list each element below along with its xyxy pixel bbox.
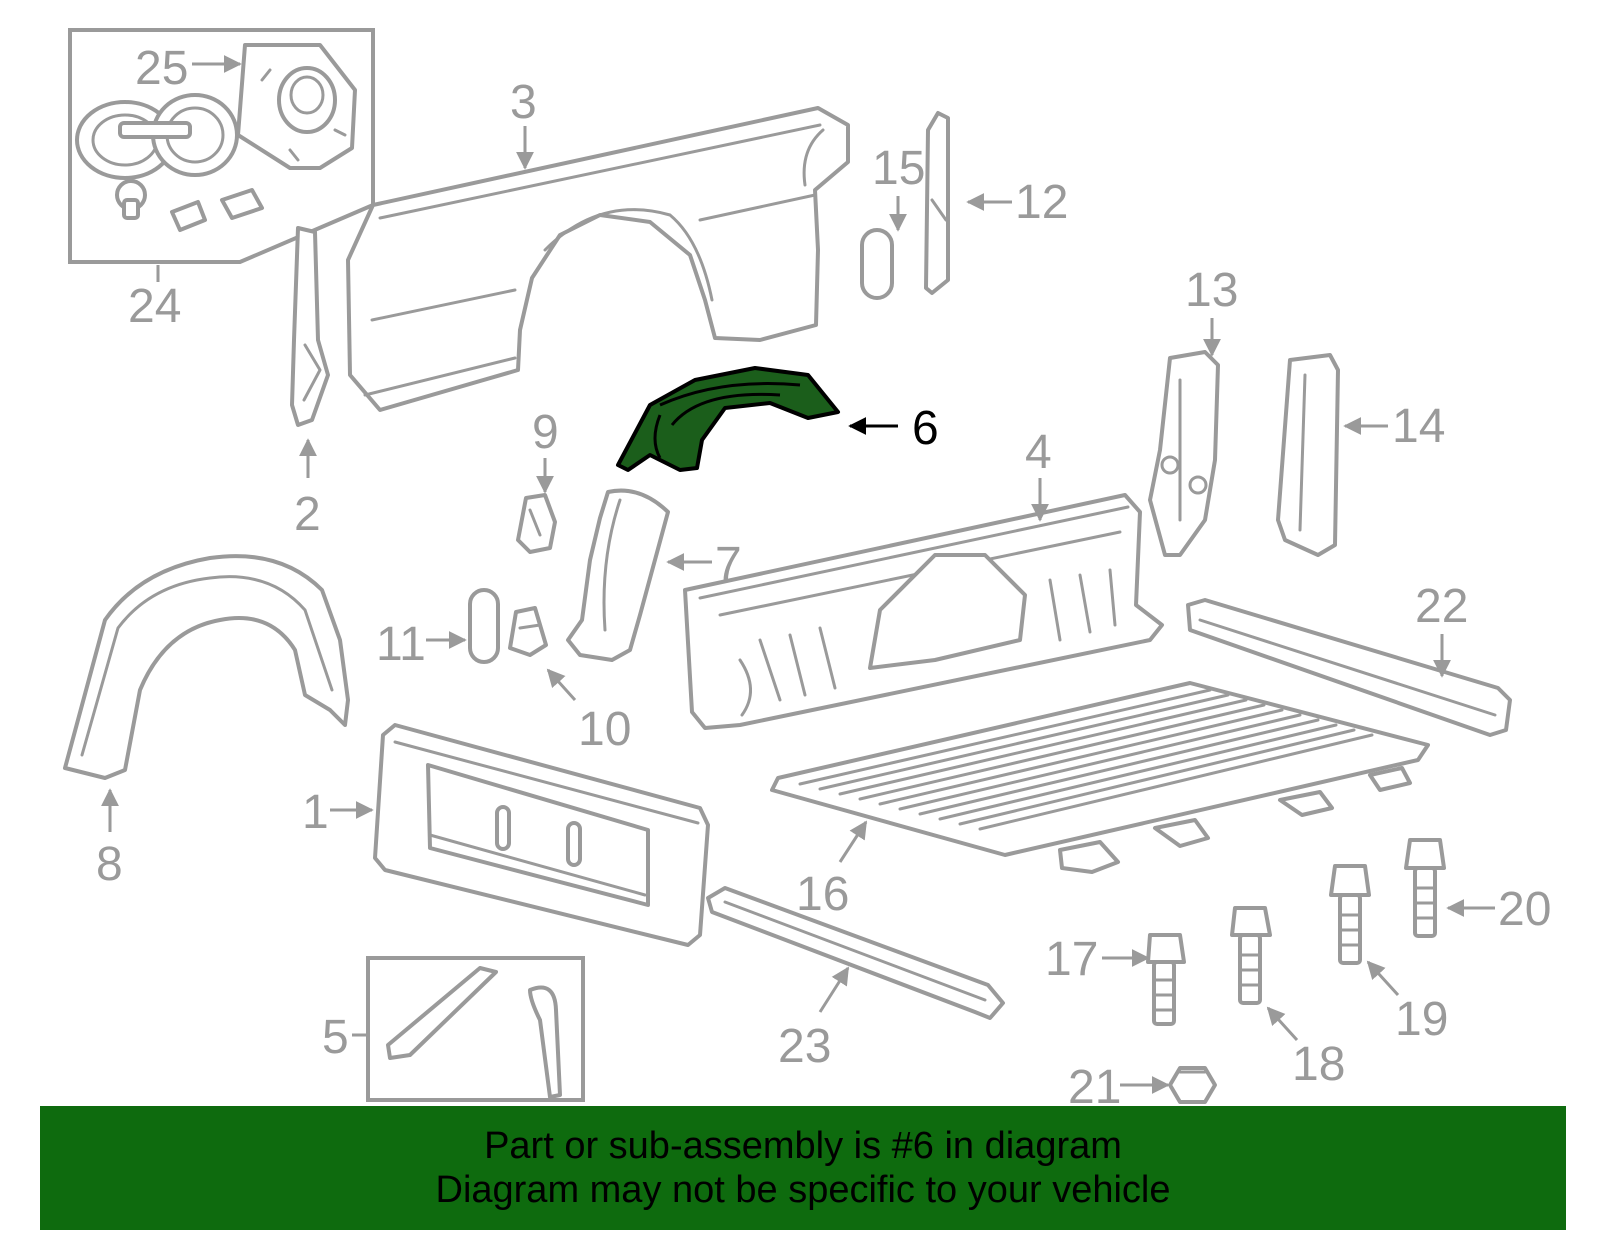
part-19-bolt: [1329, 864, 1371, 965]
part-20-bolt: [1404, 838, 1446, 938]
callout-10: 10: [578, 703, 631, 756]
callout-11: 11: [376, 618, 426, 671]
part-9-clip: [516, 493, 557, 554]
callout-1: 1: [302, 786, 329, 839]
callout-3: 3: [510, 76, 537, 129]
part-16-bed-floor: [770, 681, 1430, 874]
part-4-front-bed-panel: [683, 493, 1164, 730]
part-12-rear-post: [924, 111, 950, 295]
part-24-fuel-door-assembly: [68, 28, 375, 264]
callout-24: 24: [128, 280, 181, 333]
callout-25: 25: [135, 42, 188, 95]
part-2-corner-post: [290, 226, 330, 427]
part-13-corner-stake: [1148, 350, 1220, 557]
part-6-wheelhouse: [616, 366, 840, 472]
banner-line-disclaimer: Diagram may not be specific to your vehi…: [435, 1169, 1171, 1211]
callout-12: 12: [1015, 176, 1068, 229]
part-7-wheelhouse-liner: [566, 488, 670, 662]
banner-line-part: Part or sub-assembly is #6 in diagram: [484, 1125, 1122, 1167]
callout-9: 9: [532, 406, 559, 459]
callout-23: 23: [778, 1020, 831, 1073]
callout-4: 4: [1025, 426, 1052, 479]
callout-20: 20: [1498, 883, 1551, 936]
callout-17: 17: [1045, 933, 1098, 986]
callout-8: 8: [96, 838, 123, 891]
callout-14: 14: [1392, 400, 1445, 453]
fuel-housing-icon: [236, 43, 357, 170]
part-1-tailgate: [373, 723, 710, 947]
part-11-plug: [468, 588, 500, 664]
leader-23: [818, 966, 850, 1013]
leader-10: [546, 668, 577, 702]
callout-15: 15: [872, 142, 925, 195]
part-18-bolt: [1230, 906, 1272, 1005]
part-23-sill: [706, 886, 1005, 1020]
leader-18: [1266, 1006, 1299, 1042]
part-8-fender-flare: [63, 554, 350, 780]
leader-19: [1366, 960, 1400, 997]
part-14-corner-stake: [1276, 353, 1340, 557]
part-5-weatherstrip-kit: [366, 956, 585, 1102]
callout-16: 16: [796, 868, 849, 921]
part-10-bumper: [508, 606, 548, 657]
callout-5: 5: [322, 1011, 349, 1064]
callout-2: 2: [294, 488, 321, 541]
info-banner: Part or sub-assembly is #6 in diagram Di…: [40, 1106, 1566, 1230]
callout-13: 13: [1185, 264, 1238, 317]
callout-19: 19: [1395, 993, 1448, 1046]
part-15-plug: [860, 228, 894, 300]
leader-lines: [101, 55, 1495, 1094]
part-17-bolt: [1146, 933, 1186, 1026]
callout-21: 21: [1068, 1061, 1121, 1114]
callout-22: 22: [1415, 580, 1468, 633]
part-3-bed-side-panel: [346, 106, 850, 412]
callout-18: 18: [1292, 1038, 1345, 1091]
part-22-rail: [1186, 598, 1512, 737]
leader-16: [838, 820, 868, 863]
callout-7: 7: [715, 538, 742, 591]
part-21-nut: [1168, 1066, 1217, 1104]
fuel-door-hardware-icon: [115, 179, 264, 232]
callout-labels: 25 24 3 2 15 12 6 9 7 4 13 14 22 11 10 8…: [96, 42, 1551, 1114]
fuel-door-icon: [75, 93, 239, 180]
callout-6: 6: [912, 402, 939, 455]
